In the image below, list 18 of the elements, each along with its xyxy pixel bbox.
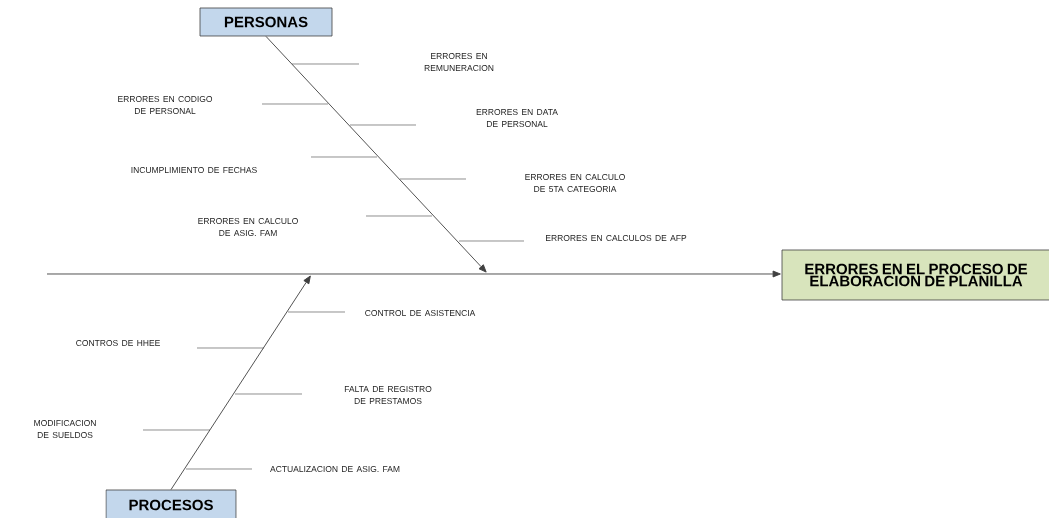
cause-label: ERRORES EN DATA DE PERSONAL (476, 109, 558, 127)
category-box: PERSONAS (199, 7, 333, 37)
cause-label: CONTROS DE HHEE (76, 340, 160, 346)
cause-label: MODIFICACION DE SUELDOS (34, 420, 96, 438)
cause-label: ACTUALIZACION DE ASIG. FAM (270, 466, 400, 472)
cause-label: ERRORES EN CALCULO DE 5TA CATEGORIA (525, 174, 625, 192)
cause-label: CONTROL DE ASISTENCIA (365, 310, 476, 316)
cause-label: ERRORES EN REMUNERACION (424, 53, 494, 71)
cause-label: FALTA DE REGISTRO DE PRESTAMOS (344, 386, 432, 404)
category-box: ERRORES EN EL PROCESO DE ELABORACION DE PLANILLA (781, 249, 1049, 301)
arrow (46, 270, 781, 278)
cause-label: ERRORES EN CALCULO DE ASIG. FAM (198, 218, 298, 236)
arrow (170, 275, 311, 491)
cause-label: ERRORES EN CALCULOS DE AFP (546, 235, 687, 241)
cause-label: INCUMPLIMIENTO DE FECHAS (131, 167, 257, 173)
arrow (265, 35, 487, 273)
cause-label: ERRORES EN CODIGO DE PERSONAL (118, 96, 213, 114)
category-box: PROCESOS (105, 489, 237, 518)
